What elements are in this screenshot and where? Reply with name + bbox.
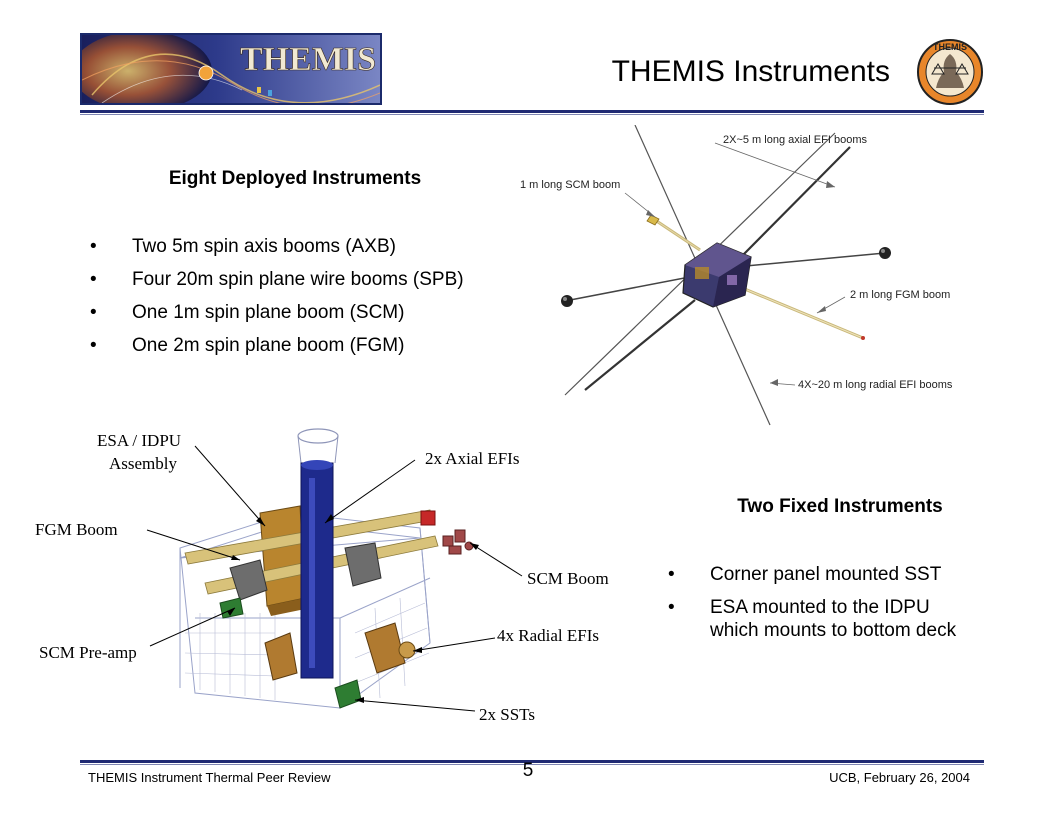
bullet-glyph: • bbox=[668, 564, 675, 585]
themis-logo-banner: THEMIS bbox=[80, 33, 382, 105]
footer-rule bbox=[80, 760, 984, 763]
label-esa-idpu-assembly: Assembly bbox=[109, 454, 178, 473]
header-rule-thin bbox=[80, 114, 984, 115]
list-item: • Corner panel mounted SST bbox=[668, 563, 1008, 586]
list-item: • ESA mounted to the IDPU which mounts to… bbox=[668, 596, 980, 642]
footer-date: UCB, February 26, 2004 bbox=[829, 770, 970, 785]
deployed-instruments-list: • Two 5m spin axis booms (AXB) • Four 20m … bbox=[90, 235, 490, 367]
themis-seal-logo: THEMIS bbox=[916, 38, 984, 106]
bullet-glyph: • bbox=[90, 335, 97, 356]
bullet-glyph: • bbox=[90, 269, 97, 290]
label-axial-efi-booms: 2X~5 m long axial EFI booms bbox=[723, 134, 867, 146]
heading-fixed-instruments: Two Fixed Instruments bbox=[737, 496, 943, 517]
label-fgm-boom: FGM Boom bbox=[35, 520, 118, 539]
list-item: • Two 5m spin axis booms (AXB) bbox=[90, 235, 490, 258]
label-scm-boom: 1 m long SCM boom bbox=[520, 179, 620, 191]
logo-text: THEMIS bbox=[240, 41, 376, 78]
bullet-text: ESA mounted to the IDPU which mounts to … bbox=[710, 597, 957, 641]
probe-cad-diagram: ESA / IDPU Assembly 2x Axial EFIs FGM Bo… bbox=[35, 418, 655, 738]
bullet-text: One 1m spin plane boom (SCM) bbox=[132, 302, 405, 323]
list-item: • Four 20m spin plane wire booms (SPB) bbox=[90, 268, 490, 291]
header-rule bbox=[80, 110, 984, 113]
bullet-text: Four 20m spin plane wire booms (SPB) bbox=[132, 269, 464, 290]
label-radial-efis: 4x Radial EFIs bbox=[497, 626, 599, 645]
fixed-instruments-list: • Corner panel mounted SST • ESA mounted t… bbox=[668, 563, 1008, 652]
page-title: THEMIS Instruments bbox=[611, 55, 890, 88]
list-item: • One 2m spin plane boom (FGM) bbox=[90, 334, 490, 357]
label-scm-preamp: SCM Pre-amp bbox=[39, 643, 137, 662]
label-fgm-boom: 2 m long FGM boom bbox=[850, 289, 950, 301]
list-item: • One 1m spin plane boom (SCM) bbox=[90, 301, 490, 324]
bullet-text: Two 5m spin axis booms (AXB) bbox=[132, 236, 396, 257]
label-esa-idpu: ESA / IDPU bbox=[97, 431, 181, 450]
seal-text: THEMIS bbox=[933, 42, 967, 52]
page-number: 5 bbox=[522, 760, 534, 781]
bullet-glyph: • bbox=[90, 236, 97, 257]
label-radial-efi-booms: 4X~20 m long radial EFI booms bbox=[798, 379, 953, 391]
bullet-text: Corner panel mounted SST bbox=[710, 564, 942, 585]
footer-event-name: THEMIS Instrument Thermal Peer Review bbox=[88, 770, 331, 785]
bullet-text: One 2m spin plane boom (FGM) bbox=[132, 335, 405, 356]
heading-deployed-instruments: Eight Deployed Instruments bbox=[168, 168, 422, 189]
label-axial-efis: 2x Axial EFIs bbox=[425, 449, 519, 468]
label-ssts: 2x SSTs bbox=[479, 705, 535, 724]
label-scm-boom: SCM Boom bbox=[527, 569, 609, 588]
bullet-glyph: • bbox=[668, 597, 675, 618]
bullet-glyph: • bbox=[90, 302, 97, 323]
spacecraft-boom-diagram: 2X~5 m long axial EFI booms 1 m long SCM… bbox=[505, 124, 985, 440]
footer-rule-thin bbox=[80, 764, 984, 765]
